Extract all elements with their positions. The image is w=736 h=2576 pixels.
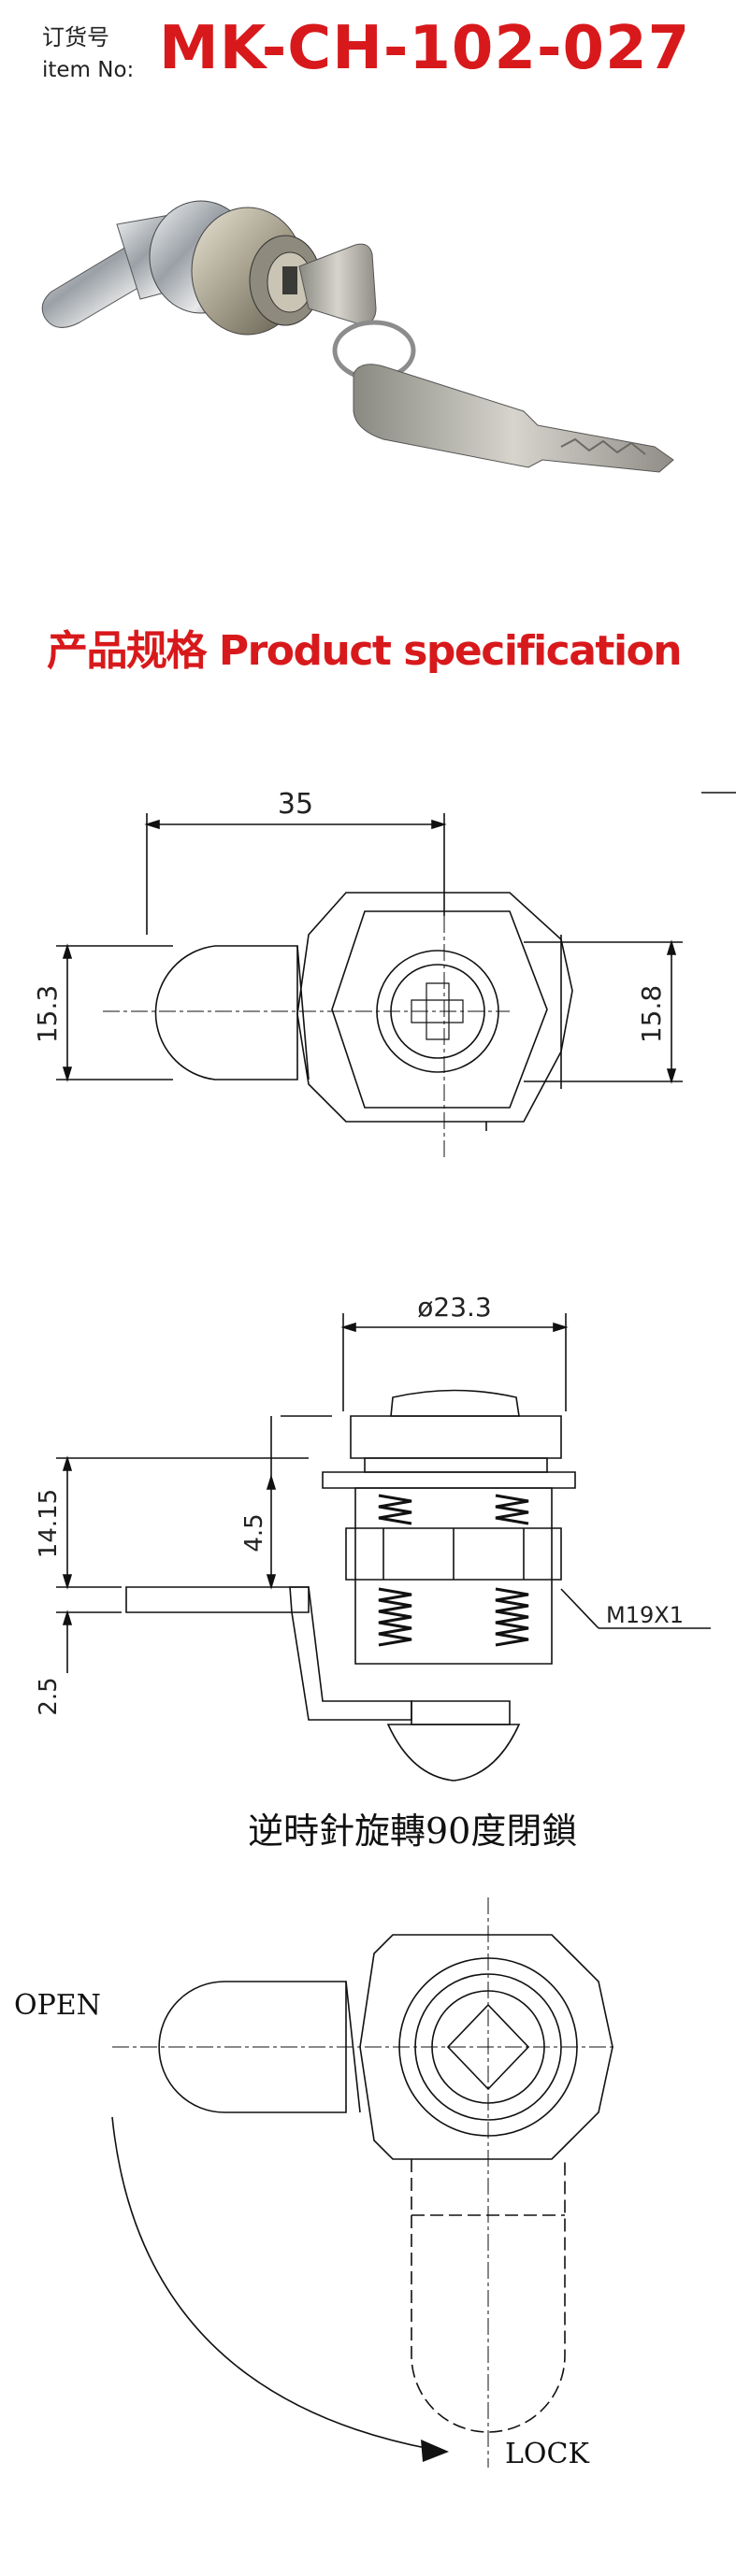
- spec-title: 产品规格 Product specification: [47, 627, 683, 675]
- side-height-dim: 14.15: [35, 1489, 63, 1558]
- front-left-height-dim: 15.3: [32, 985, 63, 1043]
- side-thread-dim: M19X1: [606, 1602, 684, 1628]
- side-diameter-dim: ø23.3: [417, 1292, 491, 1323]
- order-label-en: item No:: [42, 58, 135, 82]
- svg-text:35: 35: [278, 788, 313, 821]
- side-inner-dim: 4.5: [240, 1513, 268, 1552]
- front-width-dim: 35: [278, 788, 313, 821]
- side-cam-dim: 2.5: [35, 1677, 63, 1715]
- front-right-height-dim: 15.8: [636, 985, 667, 1043]
- lock-label: LOCK: [505, 2438, 589, 2470]
- open-label: OPEN: [14, 1989, 101, 2022]
- product-photo: [41, 200, 674, 473]
- order-label-cn: 订货号: [42, 24, 109, 50]
- item-number: MK-CH-102-027: [159, 14, 691, 83]
- rotation-caption: 逆時針旋轉90度閉鎖: [248, 1810, 577, 1852]
